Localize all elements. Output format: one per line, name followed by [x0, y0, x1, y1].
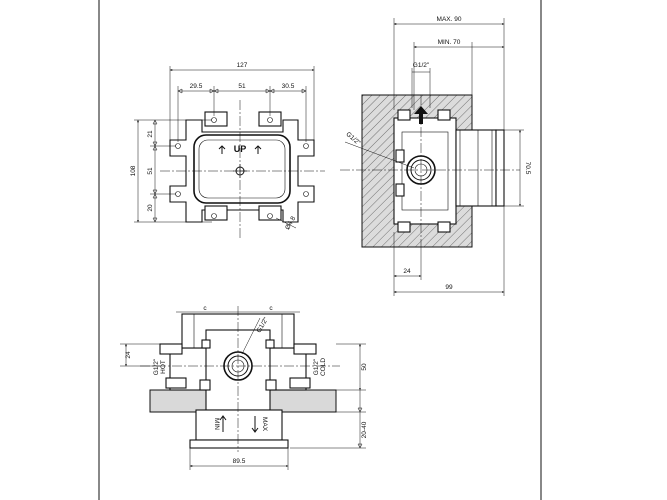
mount-hole-icon [267, 213, 273, 219]
port-side [395, 149, 405, 163]
hot-thread: G1/2" [153, 358, 160, 375]
valve-body [393, 117, 457, 225]
ear-right [293, 343, 317, 355]
nut-top [265, 339, 275, 349]
max-label: MAX [261, 417, 268, 432]
cover-plate [195, 409, 283, 441]
nut-right [265, 379, 277, 391]
dim-overall-height: 108 [130, 165, 137, 176]
hot-label: HOT [160, 360, 167, 374]
tab-bottom-left [204, 205, 228, 221]
tab-top-left [204, 111, 228, 127]
max-arrow-icon [251, 416, 259, 433]
min-arrow-icon [219, 415, 227, 432]
dim-width: 89.5 [233, 458, 246, 465]
side-view: MAX. 90 MIN. 70 G1/2" G1/2" 70.5 24 99 [340, 16, 531, 296]
top-mark-left: c [203, 305, 207, 312]
port-side [395, 183, 405, 197]
front-view: MIN MAX c c G1/2" 24 G1/2" HOT G1/2" COL… [120, 305, 368, 470]
dim-center-spacing: 51 [238, 83, 246, 90]
dim-min-depth: MIN. 70 [438, 39, 461, 46]
ear-left [159, 343, 183, 355]
dim-height-middle: 51 [147, 167, 154, 175]
cold-thread: G1/2" [313, 358, 320, 375]
ear-top [397, 109, 411, 121]
dim-total-depth: 99 [445, 284, 453, 291]
dim-height-bottom: 20 [147, 204, 154, 212]
dim-offset-right: 30.5 [282, 83, 295, 90]
ear-bottom [397, 221, 411, 233]
dim-height-top: 21 [147, 130, 154, 138]
dim-range: 20-40 [361, 421, 368, 438]
min-label: MIN [213, 418, 220, 430]
nut-top [201, 339, 211, 349]
ear-right [289, 377, 311, 389]
ear-top [437, 109, 451, 121]
dim-max-depth: MAX. 90 [437, 16, 462, 23]
body-outline [193, 134, 291, 204]
valve-inner [401, 131, 449, 211]
nut-left [199, 379, 211, 391]
dim-offset: 24 [125, 351, 132, 359]
up-arrow-icon [254, 145, 262, 154]
up-arrow-icon [218, 145, 226, 154]
body-inner [198, 139, 286, 199]
top-mark-right: c [269, 305, 273, 312]
dim-height: 50 [361, 363, 368, 371]
top-view: UP 127 29.5 51 30.5 108 21 51 20 [130, 62, 325, 240]
mount-hole-icon [267, 117, 273, 123]
mount-hole-icon [303, 191, 309, 197]
thread-top: G1/2" [413, 62, 430, 69]
cold-label: COLD [320, 358, 327, 376]
tab-bottom-right [258, 205, 282, 221]
ear-left [165, 377, 187, 389]
mount-hole-icon [303, 143, 309, 149]
cover-lower [189, 439, 289, 449]
mount-hole-icon [211, 213, 217, 219]
dim-overall-width: 127 [237, 62, 248, 69]
ear-bottom [437, 221, 451, 233]
dim-height: 70.5 [524, 162, 531, 175]
dim-offset-left: 29.5 [190, 83, 203, 90]
cover-plate [455, 129, 497, 207]
thread-side: G1/2" [344, 131, 362, 147]
cover-flange [495, 129, 505, 207]
dim-offset: 24 [403, 268, 411, 275]
